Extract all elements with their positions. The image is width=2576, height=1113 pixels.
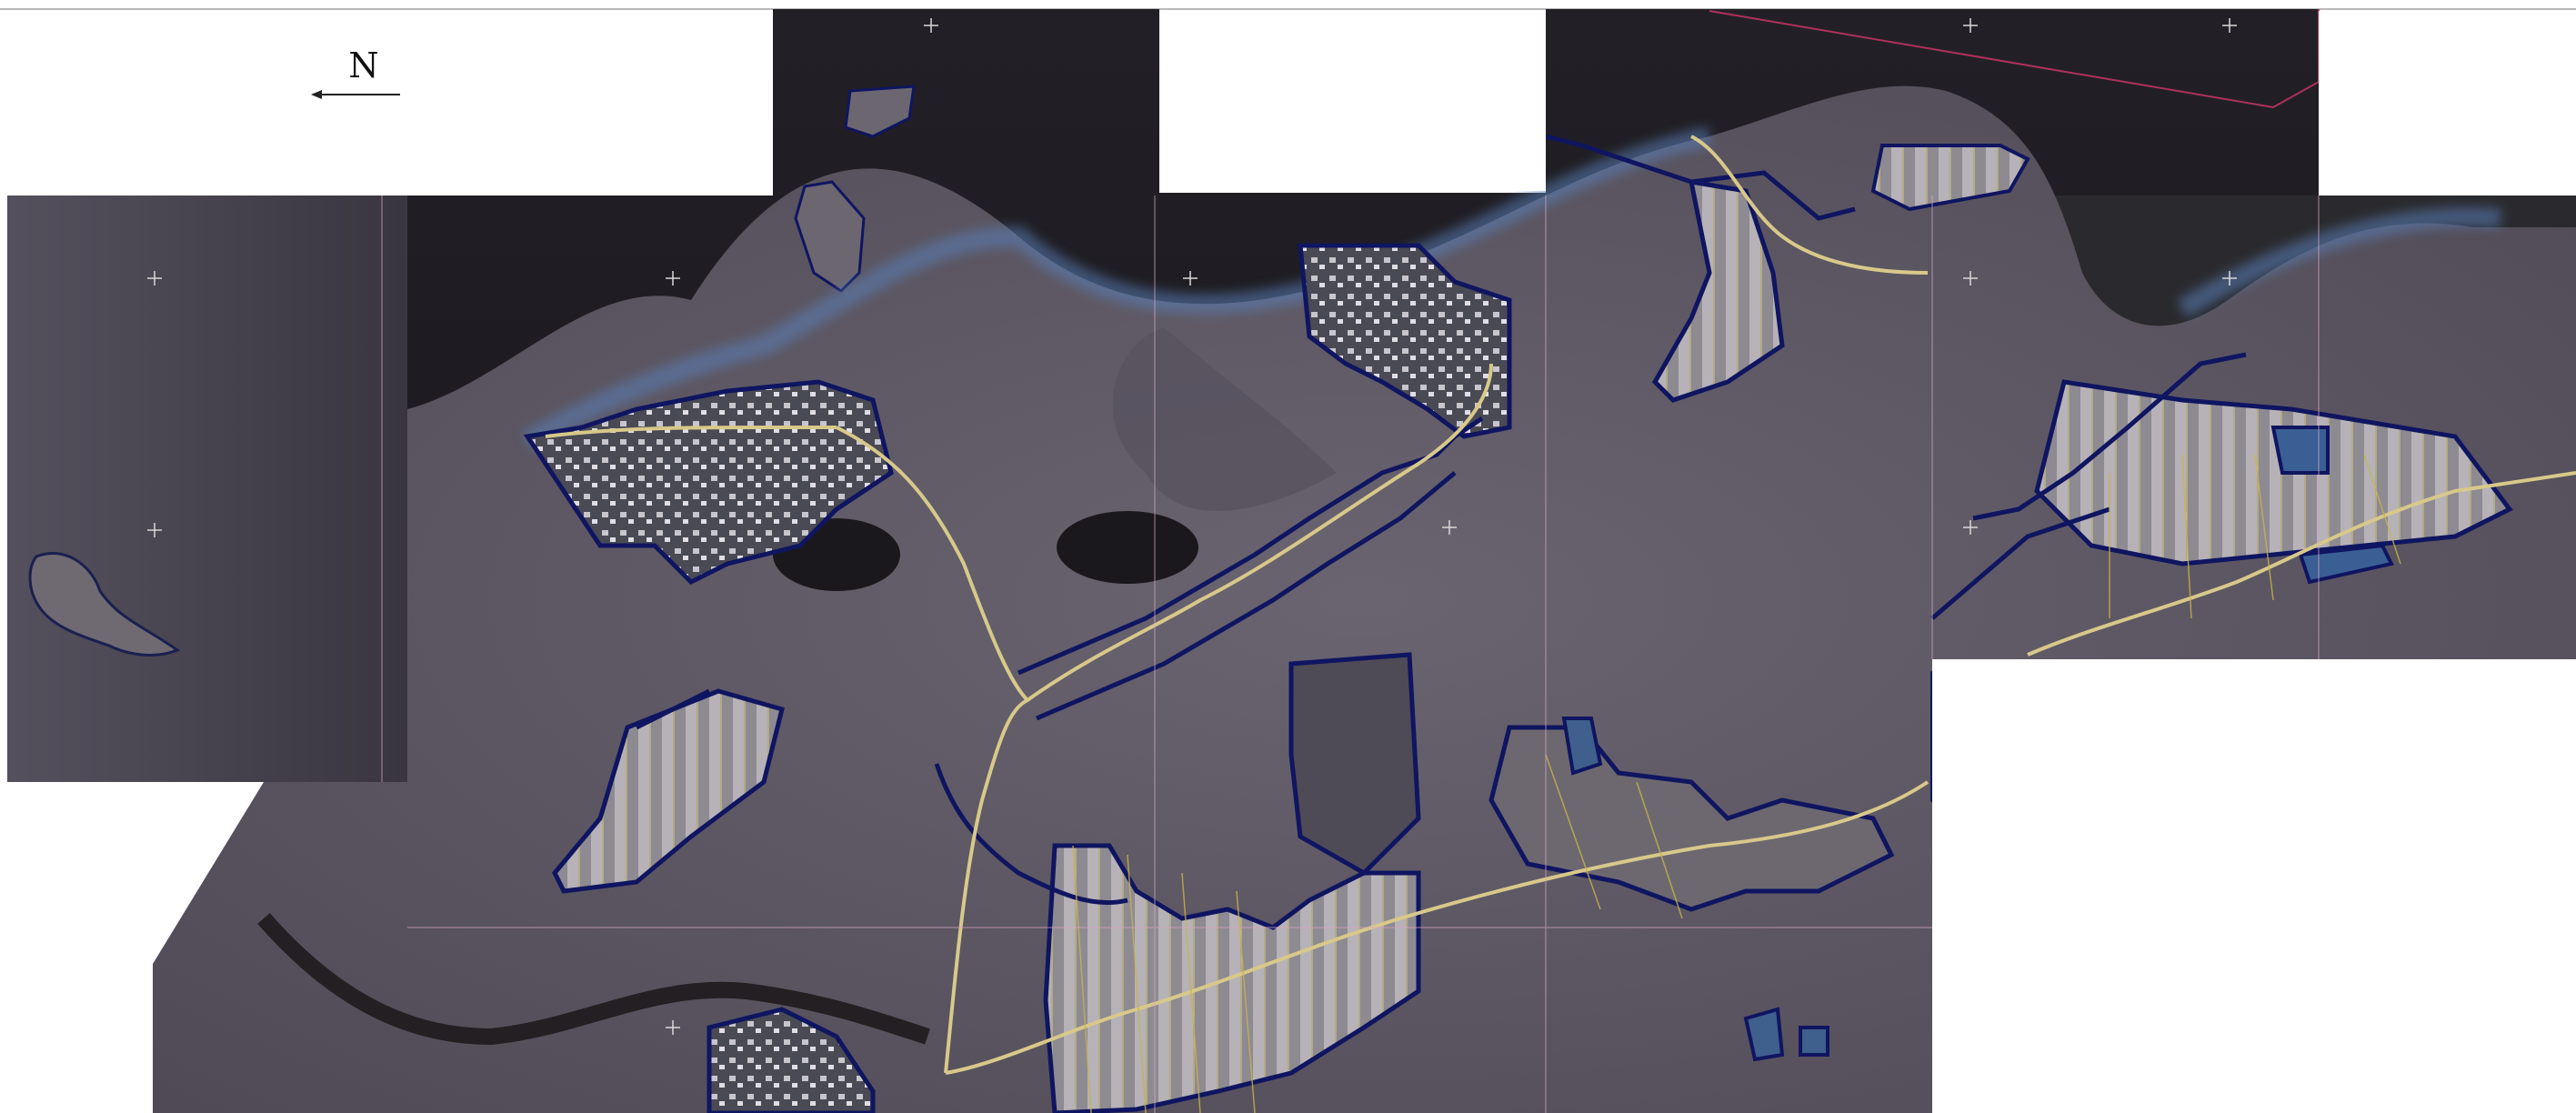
parcel-fields (1651, 178, 1785, 403)
island (28, 551, 181, 657)
parcel-fields (552, 688, 786, 894)
roads (545, 135, 2576, 1075)
parcel-outline (1799, 1026, 1829, 1057)
islet (794, 180, 866, 293)
north-indicator: N (309, 38, 418, 111)
parcel-outline (1288, 652, 1421, 877)
parcel-fields (2034, 379, 2513, 567)
parcel-fields (1043, 843, 1421, 1113)
map-grid (381, 196, 2320, 1113)
parcel-village (707, 1007, 876, 1113)
parcel-outline (1488, 725, 1895, 912)
parcel-outline (2298, 543, 2394, 585)
west-pointing-arrow-icon (311, 90, 400, 99)
shoreline-glow (522, 126, 2501, 450)
river (257, 913, 930, 1046)
lake (1057, 511, 1198, 584)
parcel-village (1298, 243, 1512, 439)
imagery-tile (7, 196, 407, 782)
parcel-fields (1870, 144, 2030, 212)
wetland (1112, 327, 1337, 511)
parcel-outline (1743, 1007, 1785, 1062)
parcel-outline (1561, 717, 1603, 776)
parcel-outline (2270, 426, 2330, 475)
mosaic-gaps (0, 11, 2576, 1113)
north-label: N (348, 45, 379, 85)
registration-marks (147, 18, 2237, 1035)
islet (844, 85, 916, 138)
cadastral-lines (1072, 454, 2401, 1113)
